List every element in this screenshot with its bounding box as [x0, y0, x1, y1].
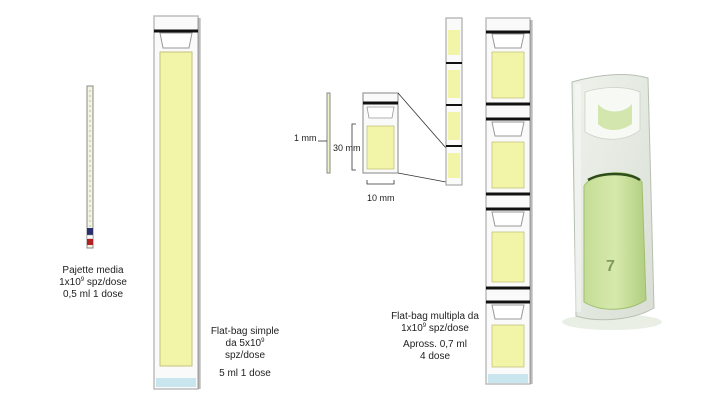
flatbag-multipla-label: Flat-bag multipla da 1x109 spz/dose Apro…: [380, 311, 490, 363]
pajette-name: Pajette media: [62, 265, 124, 276]
flatbag-simple-name: Flat-bag simple: [210, 326, 280, 337]
flatbag-multipla-diagram: [485, 17, 533, 385]
flatbag-simple-concentration: da 5x109: [225, 338, 265, 349]
flatbag-simple-diagram: [153, 15, 201, 390]
dimension-width: 10 mm: [367, 193, 395, 203]
flatbag-simple-label: Flat-bag simple da 5x109 spz/dose 5 ml 1…: [200, 326, 290, 380]
detail-compartment-view: [351, 92, 447, 185]
dimension-height: 30 mm: [333, 143, 361, 153]
pajette-volume: 0,5 ml 1 dose: [62, 289, 124, 300]
detail-thickness-view: [318, 92, 331, 174]
flatbag-photo: [562, 74, 662, 330]
photo-bag-number: 7: [606, 258, 615, 275]
detail-multi-strip: [445, 17, 463, 186]
flatbag-multipla-name: Flat-bag multipla da: [391, 311, 479, 322]
pajette-straw: [86, 85, 94, 249]
flatbag-simple-volume: 5 ml 1 dose: [219, 368, 271, 379]
flatbag-multipla-concentration: 1x109 spz/dose: [401, 323, 469, 334]
pajette-concentration: 1x109 spz/dose: [59, 277, 127, 288]
flatbag-multipla-volume: Apross. 0,7 ml: [403, 339, 467, 350]
flatbag-simple-unit: spz/dose: [224, 350, 266, 361]
flatbag-multipla-doses: 4 dose: [419, 351, 451, 362]
dimension-thickness: 1 mm: [294, 133, 317, 143]
pajette-label: Pajette media 1x109 spz/dose 0,5 ml 1 do…: [48, 265, 138, 301]
